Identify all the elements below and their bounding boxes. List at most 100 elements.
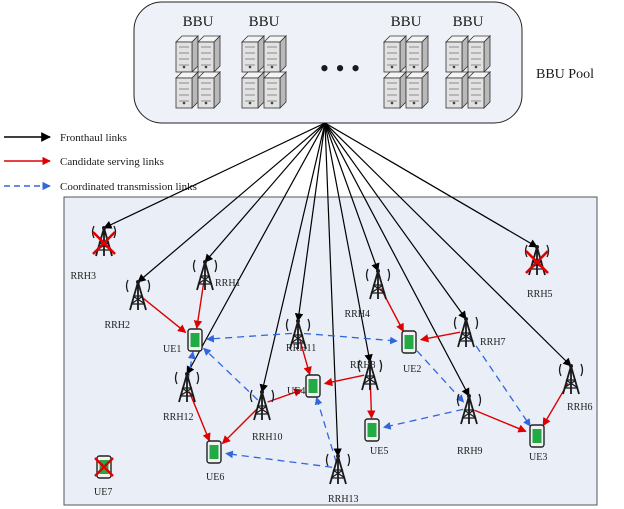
legend-coordinated-label: Coordinated transmission links bbox=[60, 181, 197, 193]
antenna-tower-icon bbox=[456, 393, 482, 425]
bbu-label: BBU bbox=[391, 14, 422, 30]
antenna-tower-icon bbox=[125, 279, 151, 311]
antenna-tower-icon bbox=[365, 268, 391, 300]
antenna-tower-icon bbox=[357, 359, 383, 391]
rrh-label: RRH3 bbox=[70, 271, 96, 282]
serving-link bbox=[474, 409, 527, 433]
bbu-group: BBU BBU BBU BBU bbox=[175, 14, 491, 109]
serving-link bbox=[188, 391, 211, 442]
fronthaul-link bbox=[324, 122, 467, 320]
coordinated-link bbox=[225, 450, 333, 468]
ue-label: UE1 bbox=[163, 344, 181, 355]
rrh-label: RRH1 bbox=[215, 278, 241, 289]
ue-label: UE2 bbox=[403, 364, 421, 375]
legend-fronthaul-label: Fronthaul links bbox=[60, 132, 127, 144]
fronthaul-link bbox=[324, 122, 380, 272]
fronthaul-link bbox=[186, 122, 326, 375]
rrh-rrh4: RRH4 bbox=[344, 268, 391, 320]
disabled-cross-icon bbox=[525, 250, 549, 274]
rrh-rrh13: RRH13 bbox=[325, 453, 359, 505]
coordinated-link bbox=[187, 351, 196, 381]
serving-link bbox=[221, 407, 259, 445]
mobile-phone-icon bbox=[401, 330, 417, 354]
rrh-label: RRH12 bbox=[163, 412, 194, 423]
serving-link bbox=[298, 338, 312, 376]
fronthaul-link bbox=[137, 122, 326, 283]
fronthaul-links bbox=[103, 122, 572, 457]
rrh-rrh8: RRH8 bbox=[350, 359, 383, 391]
ue-ue4: UE4 bbox=[287, 374, 321, 398]
mobile-phone-icon bbox=[529, 424, 545, 448]
fronthaul-link bbox=[294, 122, 326, 322]
rrh-rrh9: RRH9 bbox=[456, 393, 483, 457]
serving-link bbox=[142, 297, 187, 334]
coordinated-link bbox=[468, 335, 531, 427]
rrh-label: RRH10 bbox=[252, 432, 283, 443]
ue-ue2: UE2 bbox=[401, 330, 421, 375]
rrh-label: RRH7 bbox=[480, 337, 506, 348]
ue-label: UE6 bbox=[206, 472, 224, 483]
rrh-label: RRH6 bbox=[567, 402, 593, 413]
bbu-label: BBU bbox=[183, 14, 214, 30]
rrh-label: RRH11 bbox=[286, 343, 316, 354]
rrh-rrh7: RRH7 bbox=[453, 316, 506, 348]
disabled-cross-icon bbox=[92, 231, 116, 255]
network-area bbox=[63, 196, 598, 506]
coordinated-link bbox=[206, 332, 293, 343]
antenna-tower-icon bbox=[174, 371, 200, 403]
fronthaul-link bbox=[324, 122, 373, 363]
antenna-tower-icon bbox=[285, 318, 311, 350]
rrh-label: RRH13 bbox=[328, 494, 359, 505]
rrh-nodes: RRH1RRH2RRH3RRH4RRH5RRH6RRH7RRH8RRH9RRH1… bbox=[70, 225, 593, 505]
coordinated-link bbox=[382, 408, 464, 430]
bbu-ellipsis: • • • bbox=[320, 54, 360, 83]
bbu-unit: BBU bbox=[241, 14, 287, 109]
server-icon bbox=[445, 35, 491, 109]
legend: Fronthaul links Candidate serving links … bbox=[4, 132, 197, 193]
ue-ue7: UE7 bbox=[94, 455, 114, 498]
ue-label: UE3 bbox=[529, 452, 547, 463]
rrh-label: RRH5 bbox=[527, 289, 553, 300]
rrh-label: RRH8 bbox=[350, 360, 376, 371]
rrh-rrh6: RRH6 bbox=[558, 363, 593, 413]
bbu-pool-label: BBU Pool bbox=[536, 67, 594, 82]
serving-link bbox=[323, 374, 365, 387]
fronthaul-link bbox=[103, 122, 326, 229]
disabled-cross-icon bbox=[94, 457, 114, 477]
rrh-rrh10: RRH10 bbox=[249, 389, 283, 443]
rrh-rrh12: RRH12 bbox=[163, 371, 200, 423]
coordinated-link bbox=[203, 347, 259, 401]
ue-ue1: UE1 bbox=[163, 328, 203, 355]
antenna-tower-icon bbox=[192, 259, 218, 291]
server-icon bbox=[383, 35, 429, 109]
rrh-label: RRH2 bbox=[104, 320, 130, 331]
antenna-tower-icon bbox=[325, 453, 351, 485]
mobile-phone-icon bbox=[305, 374, 321, 398]
fronthaul-link bbox=[259, 122, 326, 393]
mobile-phone-icon bbox=[364, 418, 380, 442]
antenna-tower-icon bbox=[249, 389, 275, 421]
fronthaul-link bbox=[324, 122, 572, 367]
rrh-rrh3: RRH3 bbox=[70, 225, 117, 282]
coordinated-link bbox=[303, 332, 398, 345]
fronthaul-link bbox=[204, 122, 326, 263]
mobile-phone-icon bbox=[187, 328, 203, 352]
serving-link bbox=[419, 331, 461, 343]
bbu-unit: BBU bbox=[175, 14, 221, 109]
server-icon bbox=[241, 35, 287, 109]
antenna-tower-icon bbox=[558, 363, 584, 395]
ue-label: UE5 bbox=[370, 446, 388, 457]
bbu-unit: BBU bbox=[445, 14, 491, 109]
rrh-rrh5: RRH5 bbox=[524, 244, 553, 300]
ue-ue5: UE5 bbox=[364, 418, 388, 457]
bbu-label: BBU bbox=[453, 14, 484, 30]
ue-label: UE7 bbox=[94, 487, 112, 498]
legend-serving-label: Candidate serving links bbox=[60, 156, 164, 168]
bbu-unit: BBU bbox=[383, 14, 429, 109]
rrh-label: RRH9 bbox=[457, 446, 483, 457]
fronthaul-link bbox=[324, 122, 470, 397]
fronthaul-link bbox=[324, 122, 342, 457]
rrh-rrh1: RRH1 bbox=[192, 259, 241, 291]
